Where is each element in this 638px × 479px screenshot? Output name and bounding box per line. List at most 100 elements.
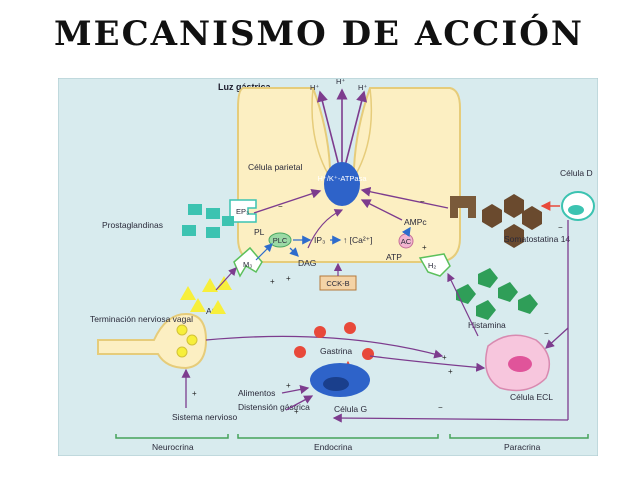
foods-label: Alimentos	[238, 388, 275, 398]
gastrin-molecule-2	[344, 322, 356, 334]
endocrine-bracket	[237, 434, 439, 439]
m3-label: M₃	[243, 260, 252, 269]
histamine-molecule-3	[456, 284, 476, 304]
neurocrine-bracket	[115, 434, 229, 439]
proton-pump	[324, 162, 360, 206]
distension-label: Distensión gástrica	[238, 402, 310, 412]
gastrin-to-ecl-arrow	[369, 355, 486, 372]
prostaglandin-4	[206, 227, 220, 238]
histamine-label: Histamina	[468, 320, 506, 330]
ach-molecule-3	[190, 298, 206, 312]
histamine-molecule-4	[518, 294, 538, 314]
h-ion-2: H⁺	[336, 78, 345, 86]
proton-pump-label: H⁺/K⁺-ATPasa	[317, 174, 367, 183]
cckb-label: CCK-B	[326, 279, 349, 288]
ip3-label: IP₃	[314, 235, 326, 245]
histamine-molecule-1	[478, 268, 498, 288]
paracrine-bracket	[449, 434, 589, 439]
h-ion-3: H⁺	[358, 83, 367, 92]
nervous-system-plus-sign: +	[192, 389, 197, 398]
ecl-cell-label: Célula ECL	[510, 392, 553, 402]
ach-to-ecl-arrow	[205, 335, 444, 359]
ep3-to-pump-arrow	[253, 189, 322, 214]
ampc-to-pump-arrow	[360, 199, 403, 221]
neurocrine-label: Neurocrina	[152, 442, 194, 452]
plc-enzyme	[268, 232, 292, 248]
paracrine-label: Paracrina	[504, 442, 541, 452]
somatostatin-molecule-4	[504, 224, 524, 248]
nervous-system-label: Sistema nervioso	[172, 412, 237, 422]
somatostatin-to-pump-arrow	[360, 186, 449, 209]
cckb-plus-sign: +	[286, 274, 291, 283]
somatostatin-molecule-3	[522, 206, 542, 230]
prostaglandin-3	[182, 225, 196, 236]
distension-plus-sign: +	[294, 407, 299, 416]
g-cell-nucleus	[323, 377, 349, 391]
ampc-label: AMPc	[404, 217, 427, 227]
somatostatin-label: Somatostatina 14	[504, 234, 570, 244]
somatostatin-to-gcell-arrow	[332, 413, 569, 423]
parietal-cell-label: Célula parietal	[248, 162, 302, 172]
gastrin-molecule-1	[314, 326, 326, 338]
h-ion-arrow-3	[343, 90, 368, 171]
ep3-receptor	[229, 199, 257, 223]
gastrin-label: Gastrina	[320, 346, 352, 356]
m3-to-plc-arrow	[255, 243, 273, 261]
histamine-molecule-5	[476, 300, 496, 320]
somatostatin-receptor	[450, 196, 476, 218]
ampc-minus-sign: −	[420, 197, 425, 206]
ach-ecl-plus-sign: +	[442, 353, 447, 362]
ach-molecule-2	[202, 278, 218, 292]
somatostatin-molecule-2	[504, 194, 524, 218]
ecl-minus-sign: −	[544, 329, 549, 338]
ep3-minus-sign: −	[278, 202, 283, 211]
d-cell-label: Célula D	[560, 168, 593, 178]
ac-plus-sign: +	[422, 243, 427, 252]
pl-label: PL	[254, 227, 265, 237]
vagal-label: Terminación nerviosa vagal	[90, 314, 193, 324]
calcium-label: ↑ [Ca²⁺]	[343, 235, 373, 245]
prostaglandin-5	[222, 216, 234, 226]
dag-label: DAG	[298, 258, 316, 268]
prostaglandin-2	[206, 208, 220, 219]
gcell-minus-sign: −	[438, 403, 443, 412]
somatostatin-to-ecl-arrow	[545, 327, 569, 349]
slide-title: MECANISMO DE ACCIÓN	[54, 14, 584, 54]
ach-molecule-5	[216, 276, 232, 290]
gastrin-molecule-4	[362, 348, 374, 360]
canaliculus	[311, 87, 373, 175]
somatostatin-molecule-1	[482, 204, 502, 228]
foods-plus-sign: +	[286, 381, 291, 390]
mechanism-diagram: Luz gástrica H⁺ H⁺ H⁺ H⁺/K⁺-ATPasa Célul…	[58, 78, 598, 456]
ach-molecule-4	[210, 300, 226, 314]
gastrin-molecule-3	[294, 346, 306, 358]
ach-to-m3-arrow	[215, 267, 237, 291]
vesicle-3	[176, 346, 188, 358]
ac-to-ampc-arrow	[401, 226, 411, 238]
distension-arrow	[285, 395, 314, 411]
ac-label: AC	[401, 237, 412, 246]
histamine-to-h2-arrow	[447, 272, 479, 337]
somatostatin-minus-sign: −	[558, 223, 563, 232]
histamine-molecule-2	[498, 282, 518, 302]
dag-to-pump-arrow	[307, 209, 344, 249]
vesicle-2	[186, 334, 198, 346]
ep3-label: EP₃	[236, 207, 249, 216]
plc-to-dag-arrow	[289, 247, 299, 257]
m3-receptor	[233, 246, 263, 278]
vesicle-1	[176, 324, 188, 336]
ecl-nucleus	[508, 356, 532, 372]
ach-molecule-1	[180, 286, 196, 300]
gastrin-ecl-plus-sign: +	[448, 367, 453, 376]
prostaglandins-label: Prostaglandinas	[102, 220, 163, 230]
m3-plus-sign: +	[270, 277, 275, 286]
endocrine-label: Endocrina	[314, 442, 353, 452]
prostaglandin-1	[188, 204, 202, 215]
g-cell-label: Célula G	[334, 404, 367, 414]
h2-receptor	[418, 253, 451, 277]
foods-arrow	[281, 385, 310, 394]
h-ion-1: H⁺	[310, 83, 319, 92]
plc-label: PLC	[273, 236, 288, 245]
h-ion-arrow-1	[316, 90, 341, 171]
h2-label: H₂	[428, 261, 436, 270]
